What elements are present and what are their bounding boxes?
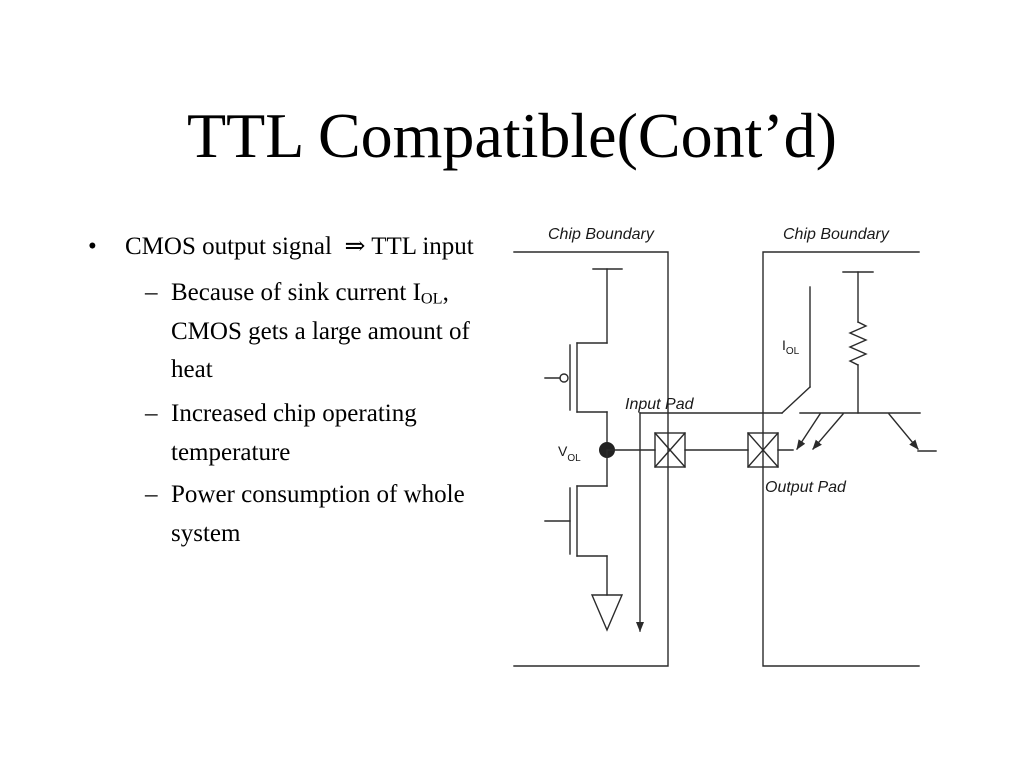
current-path-diagonal [781, 386, 811, 414]
input-pad-label: Input Pad [625, 396, 695, 413]
sub-bullet-marker: – [145, 279, 158, 306]
ground-symbol [590, 594, 624, 632]
sub-bullet-text: Because of sink current IOL, CMOS gets a… [171, 274, 491, 390]
input-pad-x-line-b [654, 432, 686, 468]
emitter-arrow-2 [812, 413, 844, 450]
emitter-arrow-1 [796, 413, 821, 450]
iol-label-main: I [782, 337, 786, 353]
chip-boundary-left-label: Chip Boundary [548, 226, 655, 243]
vol-label-main: V [558, 443, 568, 459]
sub-bullet-text-after: , CMOS gets a large amount of heat [171, 279, 470, 383]
output-pad-label: Output Pad [765, 479, 847, 496]
vol-label: VOL [558, 443, 581, 464]
bullet-marker: • [88, 233, 97, 260]
slide-title: TTL Compatible(Cont’d) [187, 100, 837, 171]
iol-label: IOL [782, 337, 800, 357]
iol-label-subscript: OL [786, 346, 800, 357]
bullet-text: CMOS output signal ⇒ TTL input [125, 233, 474, 260]
chip-boundary-right-label: Chip Boundary [783, 226, 890, 243]
pull-up-resistor [848, 321, 868, 366]
sub-bullet-marker: – [145, 481, 158, 508]
output-pad-x-line-b [747, 432, 779, 468]
vol-label-subscript: OL [567, 453, 581, 464]
pmos-gate-bubble [559, 373, 569, 383]
chip-boundary-left-line [513, 251, 669, 667]
sub-bullet-text: Power consumption of whole system [171, 481, 465, 547]
sub-bullet-text: Increased chip operating temperature [171, 400, 417, 466]
collector-arrow [888, 413, 919, 450]
sub-bullet-subscript: OL [420, 289, 443, 308]
sub-bullet-marker: – [145, 400, 158, 427]
sub-bullet-text-before: Because of sink current I [171, 279, 421, 306]
chip-boundary-right-line [762, 251, 920, 667]
